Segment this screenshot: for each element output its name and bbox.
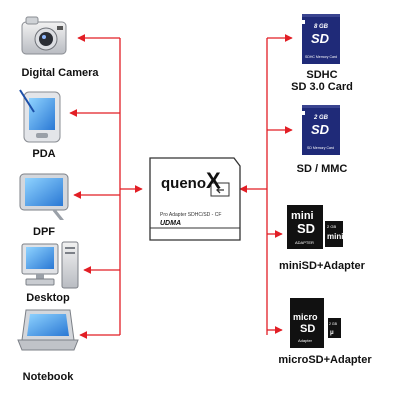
svg-text:SD: SD bbox=[300, 323, 315, 335]
svg-text:2 GB: 2 GB bbox=[329, 322, 338, 326]
device-label-desktop: Desktop bbox=[26, 292, 70, 304]
adapter-brand-text: queno bbox=[161, 175, 206, 192]
device-label-dpf: DPF bbox=[33, 226, 55, 238]
card-label-sdhc-line2: SD 3.0 Card bbox=[291, 81, 353, 93]
svg-text:ADAPTER: ADAPTER bbox=[295, 240, 314, 245]
card-label-microsd-line1: microSD+Adapter bbox=[278, 354, 372, 366]
microsd-adapter-icon: micro SD Adapter 2 GB μ bbox=[290, 298, 341, 348]
adapter-brand-x: X bbox=[206, 168, 221, 193]
svg-text:μ: μ bbox=[330, 330, 334, 336]
card-label-minisd: miniSD+Adapter bbox=[262, 260, 382, 272]
device-label-pda: PDA bbox=[32, 148, 56, 160]
sdhc-card-text: SDHC Memory Card bbox=[305, 55, 337, 59]
svg-text:mini: mini bbox=[327, 232, 343, 241]
pda-icon bbox=[19, 89, 61, 143]
sdhc-capacity: 8 GB bbox=[314, 24, 329, 30]
device-label-camera: Digital Camera bbox=[21, 67, 99, 79]
card-label-sd-mmc-line1: SD / MMC bbox=[296, 163, 348, 175]
svg-text:SD: SD bbox=[297, 221, 315, 236]
camera-icon bbox=[21, 16, 67, 55]
svg-text:SD: SD bbox=[311, 122, 330, 137]
card-label-microsd: microSD+Adapter bbox=[262, 354, 388, 366]
card-label-sdhc: SDHC SD 3.0 Card bbox=[272, 69, 372, 93]
svg-text:2 GB: 2 GB bbox=[327, 224, 336, 229]
minisd-adapter-icon: mini SD ADAPTER 2 GB mini bbox=[287, 205, 343, 249]
left-connectors bbox=[69, 34, 143, 339]
svg-text:Adapter: Adapter bbox=[298, 338, 313, 343]
sdhc-card-icon: 8 GB SD SDHC Memory Card bbox=[302, 14, 340, 64]
adapter-model-text: Pro Adapter SDHC/SD - CF bbox=[160, 212, 221, 218]
dpf-icon bbox=[19, 173, 69, 220]
cf-adapter: quenoX Pro Adapter SDHC/SD - CF UDMA bbox=[149, 157, 241, 241]
svg-text:SD: SD bbox=[311, 31, 330, 46]
card-label-sdhc-line1: SDHC bbox=[306, 69, 338, 81]
device-label-notebook: Notebook bbox=[22, 371, 74, 383]
adapter-brand: quenoX bbox=[161, 168, 221, 193]
card-label-sd-mmc: SD / MMC bbox=[272, 163, 372, 175]
adapter-udma: UDMA bbox=[160, 220, 181, 227]
sd-card-text: SD Memory Card bbox=[307, 146, 334, 150]
sd-capacity: 2 GB bbox=[313, 115, 329, 121]
desktop-icon bbox=[21, 241, 79, 289]
card-label-minisd-line1: miniSD+Adapter bbox=[279, 260, 365, 272]
sd-card-icon: 2 GB SD SD Memory Card bbox=[302, 105, 340, 155]
notebook-icon bbox=[17, 309, 79, 351]
svg-text:mini: mini bbox=[291, 210, 314, 222]
svg-text:micro: micro bbox=[293, 312, 318, 322]
right-connectors bbox=[239, 34, 293, 335]
